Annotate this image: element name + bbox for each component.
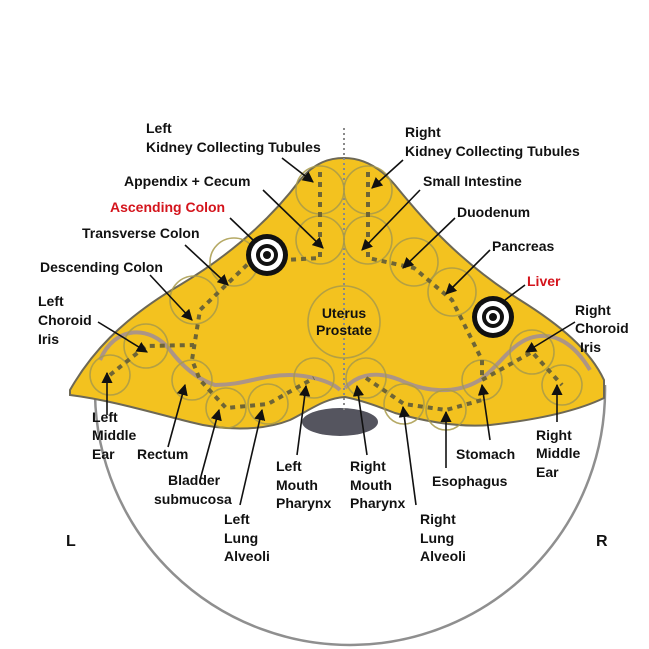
label-left-choroid-line3: Iris bbox=[38, 331, 59, 347]
side-label-right: R bbox=[596, 533, 608, 550]
label-right-choroid-line3: Iris bbox=[580, 339, 601, 355]
label-bladder-line1: Bladder bbox=[168, 472, 221, 488]
label-left-mouth-line2: Mouth bbox=[276, 477, 318, 493]
center-label-line1: Uterus bbox=[322, 305, 367, 321]
label-right-middle-ear-line1: Right bbox=[536, 427, 572, 443]
label-left-mouth-line3: Pharynx bbox=[276, 495, 331, 511]
target-ascending-colon bbox=[246, 234, 288, 276]
side-label-left: L bbox=[66, 533, 76, 550]
label-right-choroid-line2: Choroid bbox=[575, 320, 629, 336]
label-right-lung-line2: Lung bbox=[420, 530, 454, 546]
label-right-lung-line3: Alveoli bbox=[420, 548, 466, 564]
label-left-choroid-line1: Left bbox=[38, 293, 64, 309]
label-descending-colon: Descending Colon bbox=[40, 259, 163, 275]
leader-arrows bbox=[97, 157, 576, 506]
label-right-middle-ear-line3: Ear bbox=[536, 464, 559, 480]
label-right-mouth-line1: Right bbox=[350, 458, 386, 474]
label-left-lung-line1: Left bbox=[224, 511, 250, 527]
label-right-kidney-line1: Right bbox=[405, 124, 441, 140]
meridian-flow-paths bbox=[108, 172, 564, 413]
target-liver bbox=[472, 296, 514, 338]
label-esophagus: Esophagus bbox=[432, 473, 508, 489]
label-ascending-colon: Ascending Colon bbox=[110, 199, 225, 215]
label-transverse-colon: Transverse Colon bbox=[82, 225, 200, 241]
body-region bbox=[69, 156, 605, 430]
label-rectum: Rectum bbox=[137, 446, 188, 462]
label-left-lung-line3: Alveoli bbox=[224, 548, 270, 564]
label-pancreas: Pancreas bbox=[492, 238, 554, 254]
label-left-middle-ear-line1: Left bbox=[92, 409, 118, 425]
label-bladder-line2: submucosa bbox=[154, 491, 232, 507]
label-right-mouth-line3: Pharynx bbox=[350, 495, 405, 511]
center-label-line2: Prostate bbox=[316, 322, 372, 338]
pelvis-shadow bbox=[302, 408, 378, 436]
label-small-intestine: Small Intestine bbox=[423, 173, 522, 189]
label-right-mouth-line2: Mouth bbox=[350, 477, 392, 493]
label-right-kidney-line2: Kidney Collecting Tubules bbox=[405, 143, 580, 159]
label-left-choroid-line2: Choroid bbox=[38, 312, 92, 328]
label-left-kidney-line2: Kidney Collecting Tubules bbox=[146, 139, 321, 155]
label-right-choroid-line1: Right bbox=[575, 302, 611, 318]
label-left-middle-ear-line3: Ear bbox=[92, 446, 115, 462]
label-left-mouth-line1: Left bbox=[276, 458, 302, 474]
label-appendix: Appendix + Cecum bbox=[124, 173, 250, 189]
label-duodenum: Duodenum bbox=[457, 204, 530, 220]
label-right-middle-ear-line2: Middle bbox=[536, 445, 581, 461]
organ-rings bbox=[89, 165, 583, 431]
label-liver: Liver bbox=[527, 273, 561, 289]
label-stomach: Stomach bbox=[456, 446, 515, 462]
lower-circle-outline bbox=[93, 384, 607, 647]
lower-membrane-left bbox=[98, 330, 342, 392]
label-left-kidney-line1: Left bbox=[146, 120, 172, 136]
label-right-lung-line1: Right bbox=[420, 511, 456, 527]
label-left-middle-ear-line2: Middle bbox=[92, 427, 137, 443]
label-left-lung-line2: Lung bbox=[224, 530, 258, 546]
